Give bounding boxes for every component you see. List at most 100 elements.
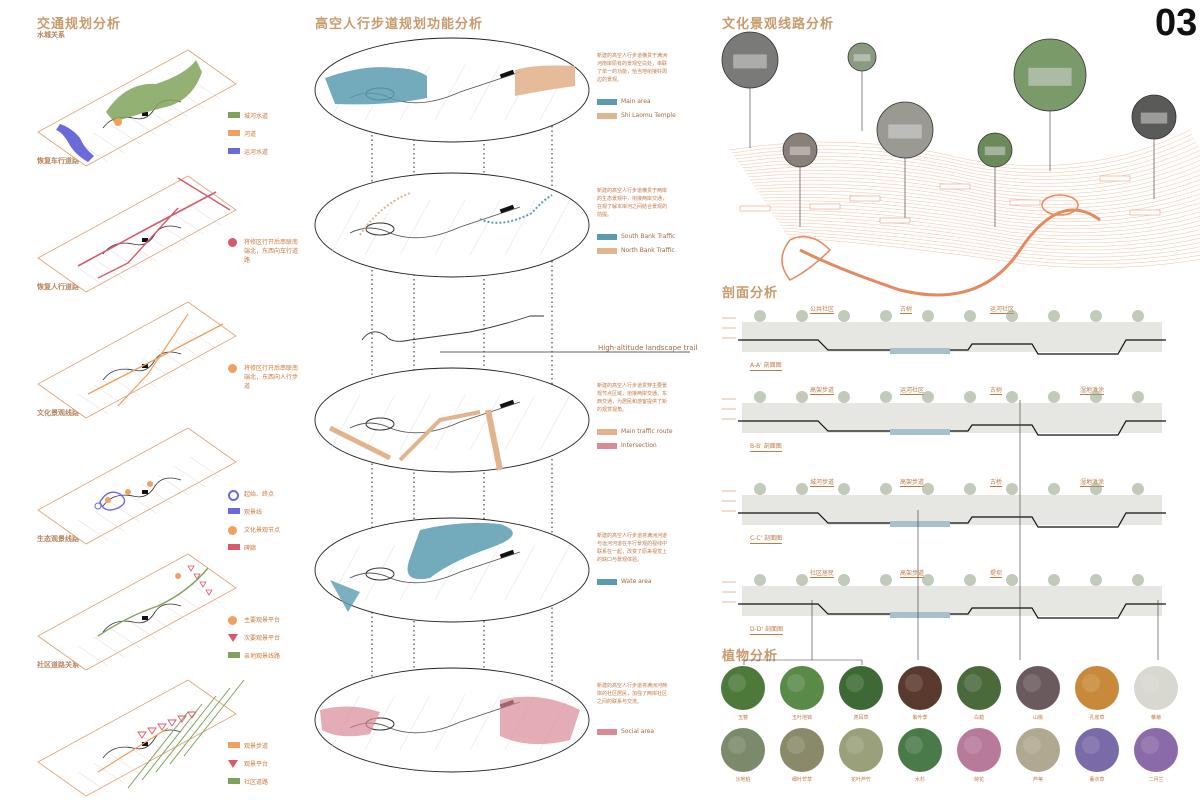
section-tag: 社区居民 [810,570,835,578]
ellipse-description: 新建的高空人行步道贯穿主要景观节点区域，衔接两岸交通。东西交通，为居民和游客提供… [597,383,668,413]
legend-item: 社区道路 [228,778,298,787]
site-panel [37,301,237,419]
plant-title: 植物分析 [722,649,779,664]
legend-swatch [228,742,240,748]
plant-photo [839,728,883,772]
legend-label: 运河水道 [244,149,269,156]
legend-swatch [228,490,239,501]
site-base [37,427,237,545]
legend-item: 次要观景平台 [228,634,298,643]
legend-label: 观景步道 [244,743,269,750]
legend-item: Shi Laomu Temple [597,112,676,119]
legend-label: Main area [621,98,651,105]
legend-item: 运河水道 [228,148,298,157]
legend-swatch [597,428,617,435]
plant-photo [780,666,824,710]
plant-photo [898,666,942,710]
legend-label: South Bank Traffic [621,233,676,240]
legend-label: 城河水道 [244,113,269,120]
site-panel [37,553,237,671]
site-base [37,679,237,797]
plant-photo [898,728,942,772]
legend-item: 主要观景平台 [228,616,298,625]
legend-swatch [228,508,240,514]
plant-label: 孔雀草 [1089,715,1105,721]
page-number: 03 [1155,2,1198,44]
legend-label: 起始、终点 [244,491,275,498]
legend-item: Main traffic route [597,428,673,435]
section-drawing [722,310,1166,355]
plant-label: 玉叶地锦 [791,715,812,721]
legend-label: 将修区行开后串联南端北，东西向车行道路 [244,239,299,264]
legend-label: 社区道路 [244,779,269,786]
plant-photo [957,666,1001,710]
section-tag: 古桥 [990,479,1003,487]
section-tag: 城河步道 [810,479,835,487]
panel-title: 社区道路关系 [37,660,79,669]
ellipse-description: 新建的高空人行步道横贯于满洲河南岸原有的景观空白处，串联了单一的功能，恰当地衔接… [597,53,668,83]
site-base [37,301,237,419]
col3-title: 文化景观线路分析 [722,17,835,32]
section-tag: 古树 [990,387,1003,395]
section-tag: 高架步道 [900,479,925,487]
panel-title: 恢复人行道路 [37,282,79,291]
legend-label: 观景线 [244,509,263,516]
legend-item: 河道 [228,130,298,139]
legend-label: 碑廊 [244,545,257,552]
plant-photo [1075,666,1119,710]
legend-item: 将修区行开后串联南端北，东西向车行道路 [228,238,298,265]
legend-item: 城河水道 [228,112,298,121]
legend-item: 碑廊 [228,544,298,553]
legend-label: 文化景观节点 [244,527,281,534]
plant-label: 水杉 [914,777,925,783]
section-label: B-B' 剖面图 [750,443,782,452]
plant-label: 玉簪 [737,715,748,721]
plant-label: 沙地柏 [735,777,751,783]
legend-item: 观景线 [228,508,298,517]
plant-label: 细叶芒草 [791,777,812,783]
legend-swatch [228,130,240,136]
legend-label: 主要观景平台 [244,617,281,624]
legend-label: 次要观景平台 [244,635,281,642]
legend-label: 观景平台 [244,761,269,768]
legend-item: 文化景观节点 [228,526,298,535]
site-base [37,175,237,293]
section-drawing [722,483,1166,528]
section-tag: 公共社区 [810,306,835,314]
legend-item: Intersection [597,442,657,449]
legend-label: 亲地观景线路 [244,653,281,660]
legend-label: Intersection [621,442,657,449]
plant-photo [1075,728,1119,772]
legend-item: North Bank Traffic [597,247,675,254]
legend-label: Main traffic route [621,428,673,435]
section-tag: 运河社区 [900,387,925,395]
plant-photo [1134,666,1178,710]
trail-label: High-altitude landscape trail [598,344,698,352]
legend-swatch [228,544,240,550]
site-photo [1013,38,1087,112]
function-ellipse [314,367,590,473]
legend-swatch [228,526,237,535]
legend-swatch [597,578,617,585]
site-photo [977,132,1013,168]
site-photo [1131,94,1177,140]
legend-swatch [597,728,617,735]
site-photo [876,101,934,159]
plant-photo [1016,666,1060,710]
section-tag: 高架步道 [810,387,835,395]
site-photo [782,132,818,168]
plant-photo [957,728,1001,772]
legend-swatch [228,778,240,784]
site-panel [37,175,237,293]
plant-label: 雏菊 [1150,715,1161,721]
plant-label: 芦苇 [1032,777,1043,783]
section-tag: 运河社区 [990,306,1015,314]
function-ellipse [314,667,590,773]
plant-label: 花叶芦竹 [850,777,871,783]
col1-title: 交通规划分析 [37,17,122,32]
plant-label: 紫叶李 [912,715,928,721]
legend-swatch [597,98,617,105]
legend-item: 将修区行开后串联南端北，东西向人行步道 [228,364,298,391]
site-panel [37,679,245,797]
function-ellipse [314,172,590,278]
